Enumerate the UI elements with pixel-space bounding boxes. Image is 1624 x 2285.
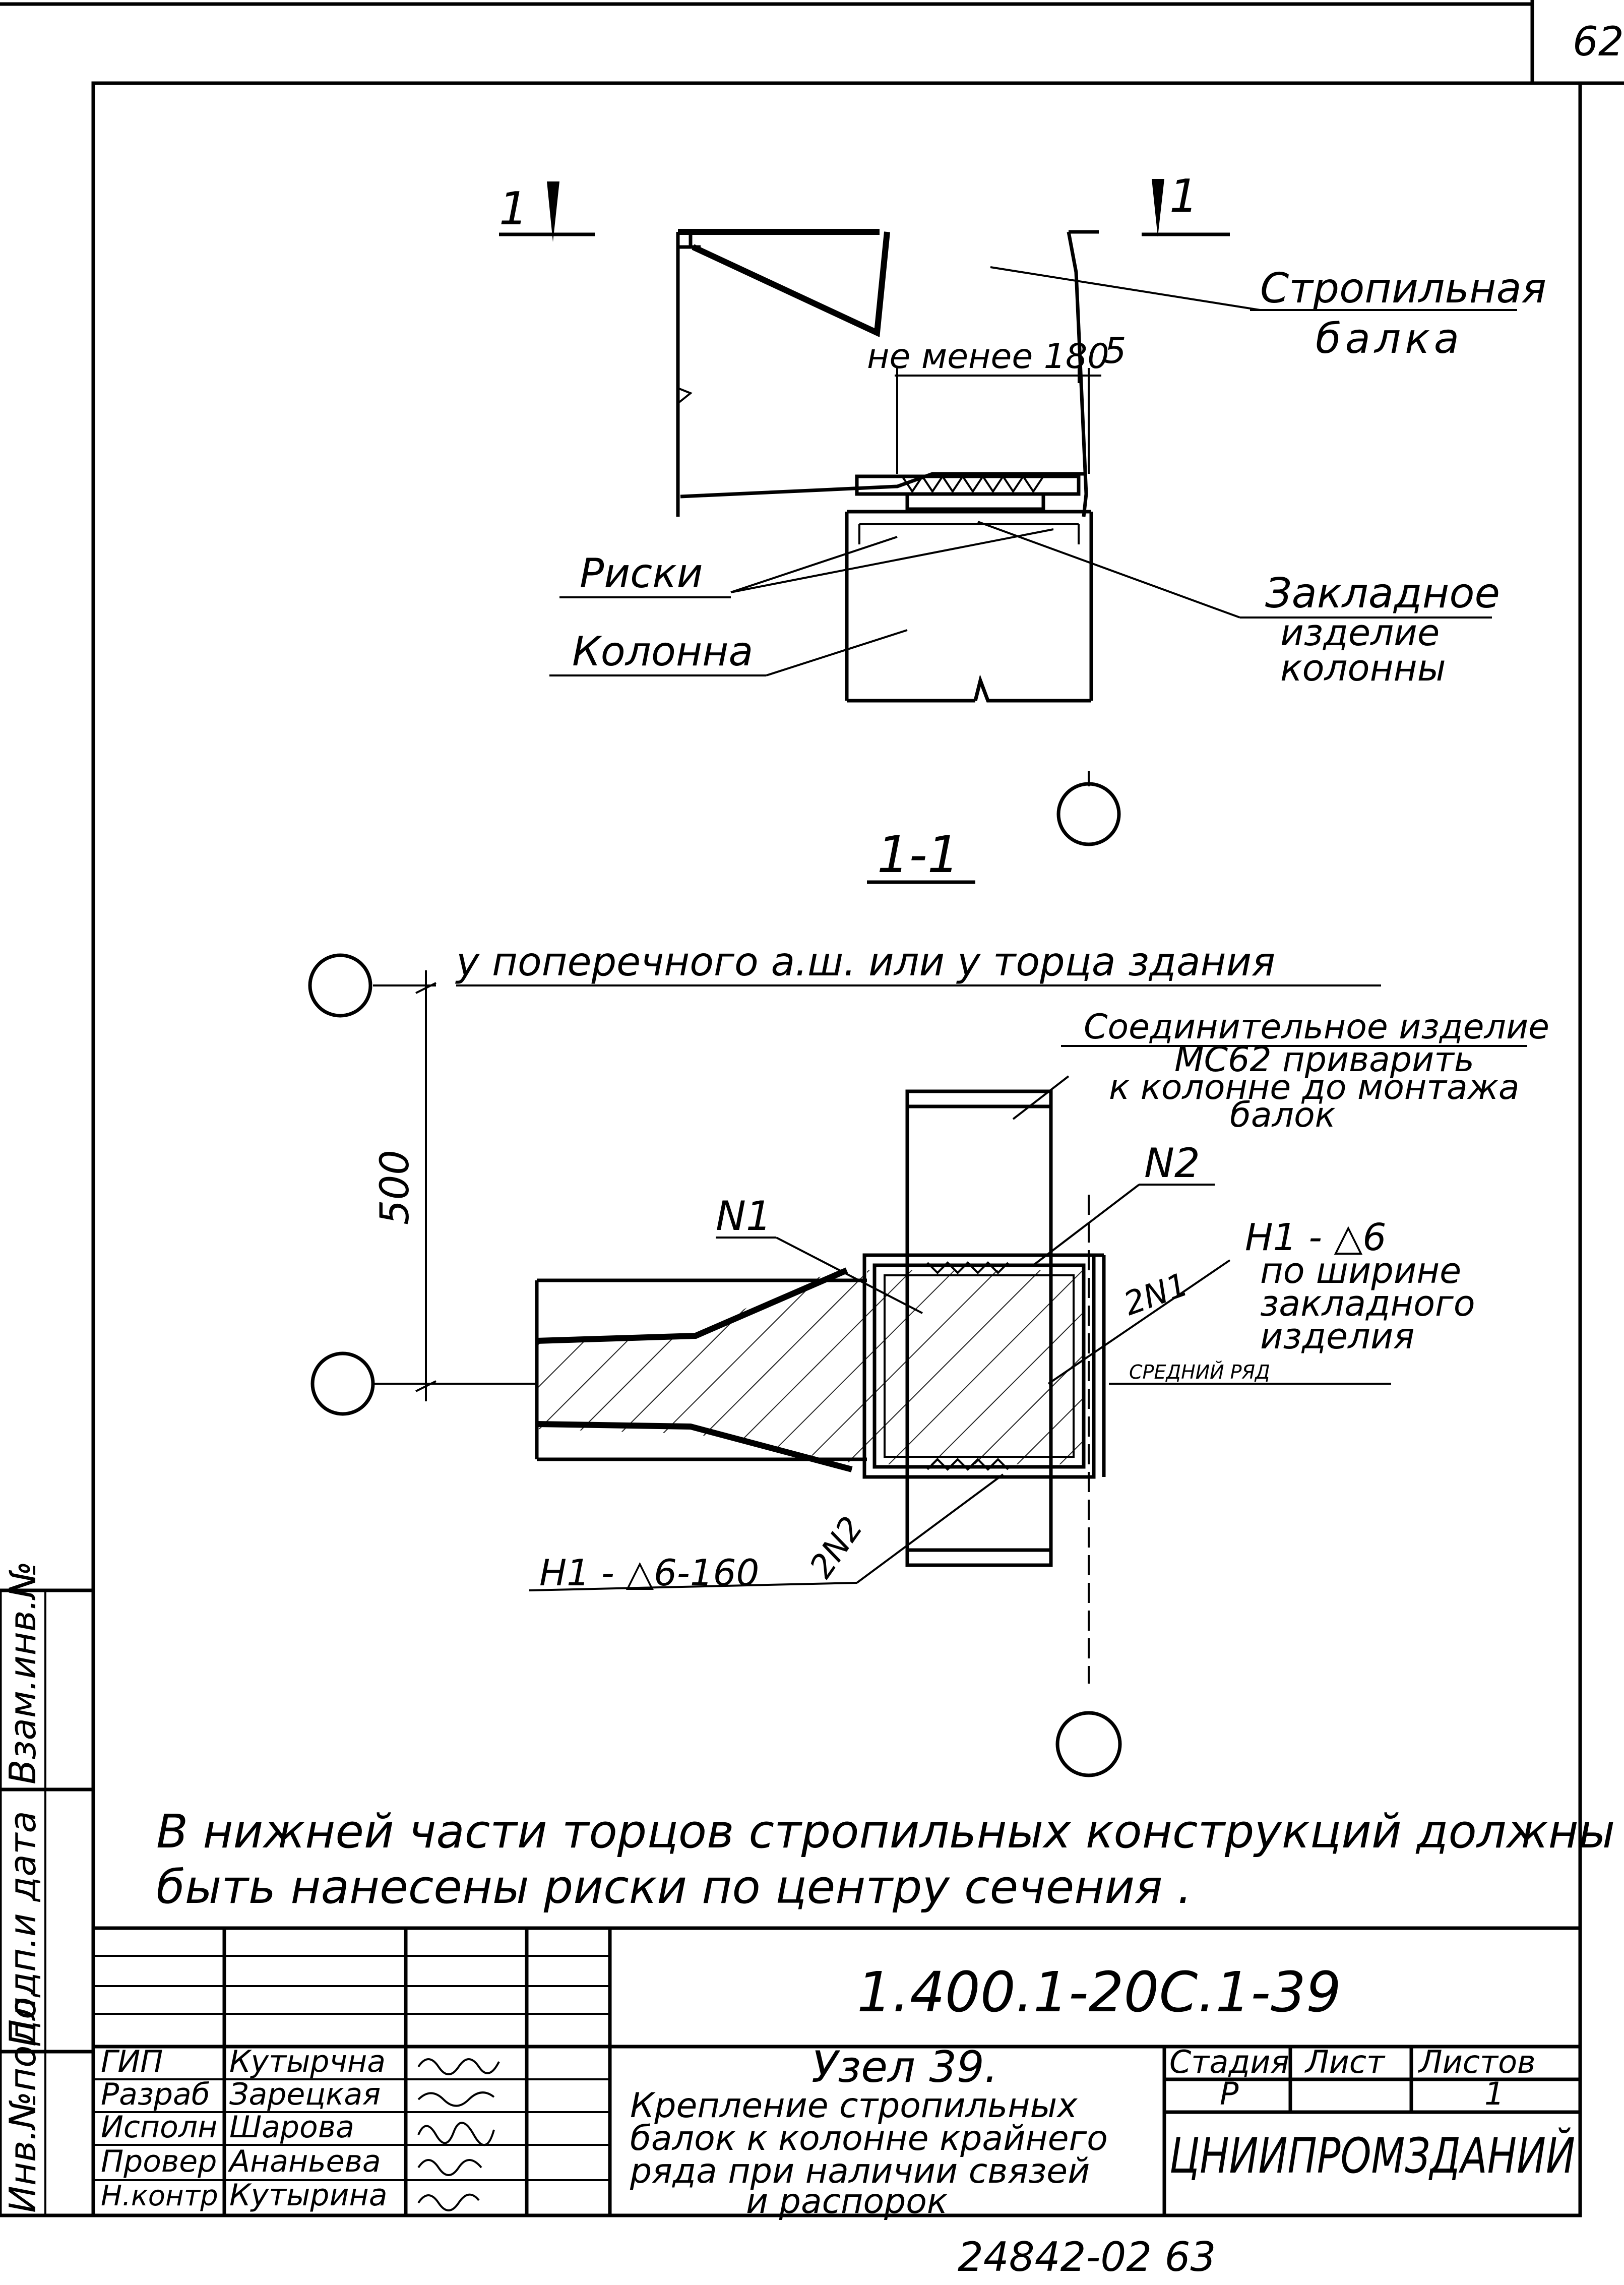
sheet-header: Лист [1304,2044,1386,2080]
title-line-1: Узел 39. [811,2042,998,2092]
embedded-label-2: изделие [1280,611,1440,654]
embedded-label-3: колонны [1280,647,1446,689]
weld-width-label-1: по ширине [1260,1250,1461,1291]
title-line-3: балок к колонне крайнего [630,2119,1108,2158]
role-razrab: Разраб [101,2077,210,2112]
weld-width-label-2: закладного [1260,1283,1475,1324]
plan-view [308,953,1527,1777]
doc-code: 1.400.1-20С.1-39 [857,1960,1341,2024]
n1-label: N1 [716,1193,772,1240]
sheets-header: Листов [1418,2044,1536,2080]
stage-header: Стадия [1169,2044,1289,2080]
title-line-4: ряда при наличии связей [630,2151,1090,2191]
role-nkontr: Н.контр [101,2180,218,2212]
note-line-2: быть нанесены риски по центру сечения . [156,1860,1192,1914]
transverse-axis-label: у поперечного а.ш. или у торца здания [455,940,1275,985]
rafter-beam-label-2: балка [1316,315,1463,363]
cut-mark-left: 1 [499,182,528,235]
side-replace-inv: Взам.инв.№ [2,1561,44,1784]
role-prover: Провер [101,2144,217,2179]
two-n2-label: 2N2 [802,1510,870,1585]
column-label: Колонна [572,628,753,675]
name-razrab: Зарецкая [229,2077,381,2112]
rafter-beam-label-1: Стропильная [1260,265,1546,313]
connector-label-4: балок [1230,1095,1336,1135]
marks-label: Риски [580,550,703,597]
side-stamp [0,1588,95,2217]
cut-mark-right: 1 [1169,170,1198,223]
organization: ЦНИИПРОМЗДАНИЙ [1169,2127,1575,2184]
side-sign-date: Подп.и дата [2,1811,44,2047]
name-gip: Кутырчна [229,2044,386,2079]
page-number: 62 [1573,18,1624,65]
dim-gap-5: 5 [1104,330,1127,372]
name-prover: Ананьева [227,2144,381,2179]
role-gip: ГИП [101,2044,163,2079]
stage-value: Р [1220,2075,1239,2112]
footer-code: 24842-02 63 [958,2234,1216,2280]
title-block [93,1926,1580,2215]
two-n1-label: 2N1 [1119,1266,1193,1323]
weld-bottom-label: H1 - △6-160 [539,1552,759,1594]
title-line-5: и распорок [746,2182,948,2221]
weld-width-label-3: изделия [1260,1316,1415,1357]
section-1-1-elevation: 1 1 не менее 180 [499,170,1517,846]
connector-label-2: МС62 приварить [1174,1040,1474,1080]
section-title: 1-1 [877,825,959,884]
name-nkontr: Кутырина [229,2178,388,2213]
name-ispoln: Шарова [229,2110,354,2145]
drawing-frame [91,81,1582,2217]
role-ispoln: Исполн [101,2110,217,2145]
sheets-value: 1 [1484,2075,1504,2112]
embedded-label-1: Закладное [1265,570,1500,617]
connector-label-1: Соединительное изделие [1084,1007,1549,1047]
middle-row-label: СРЕДНИЙ РЯД [1129,1361,1270,1383]
dim-500: 500 [372,1150,418,1225]
side-inv-no: Инв.№подл. [2,1986,44,2213]
weld-h1-label: H1 - △6 [1245,1216,1386,1259]
n2-label: N2 [1144,1140,1200,1187]
dim-not-less-180: не менее 180 [867,337,1109,377]
title-line-2: Крепление стропильных [630,2086,1078,2126]
sheet-corner-frame [0,0,1624,85]
note-line-1: В нижней части торцов стропильных констр… [156,1805,1615,1859]
signatures [417,2058,500,2211]
connector-label-3: к колонне до монтажа [1109,1068,1520,1107]
